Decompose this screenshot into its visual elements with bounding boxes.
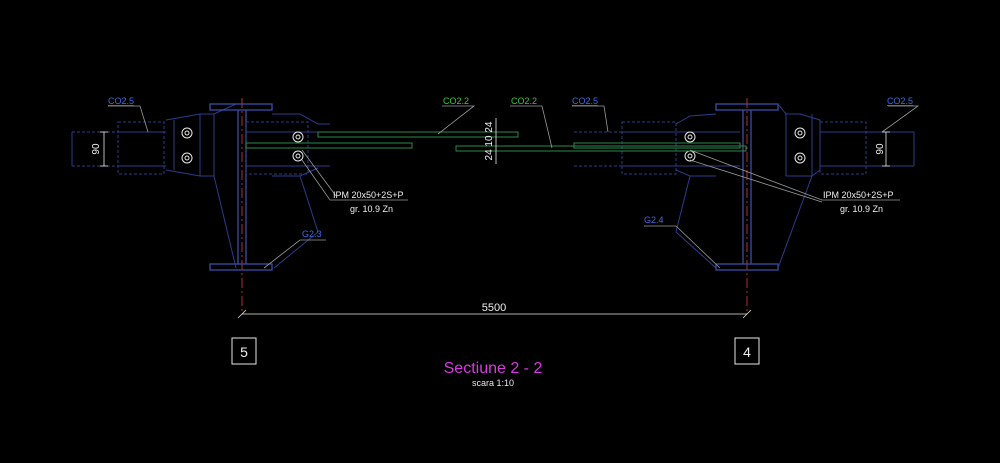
- leader-lines: [108, 105, 920, 269]
- brace-left-flat: [245, 142, 413, 149]
- right-i-column: [715, 103, 779, 271]
- label-bolt-right-line2: gr. 10.9 Zn: [840, 204, 883, 214]
- brace-right-flat: [573, 142, 741, 149]
- label-g-right: G2.4: [644, 215, 664, 225]
- axis-marker-right-box: [734, 337, 760, 365]
- right-inner-bolts: [684, 131, 696, 162]
- dim-right-depth: 90: [875, 143, 886, 155]
- left-outer-channel: [71, 121, 166, 175]
- axis-marker-right: 4: [743, 344, 751, 360]
- label-co-mid-green-left: CO2.2: [443, 96, 469, 106]
- label-bolt-left-line1: IPM 20x50+2S+P: [333, 190, 404, 200]
- brace-lower-flat: [455, 145, 747, 152]
- center-stack-dimension: 24 10 24: [484, 118, 497, 164]
- label-co-right-inner: CO2.5: [572, 96, 598, 106]
- dim-vertical-stack: 24 10 24: [484, 121, 495, 160]
- left-inner-bolts: [292, 131, 304, 162]
- label-co-right-outer: CO2.5: [887, 96, 913, 106]
- right-outer-channel: [819, 121, 915, 175]
- label-co-mid-green-right: CO2.2: [511, 96, 537, 106]
- label-co-left-outer: CO2.5: [108, 96, 134, 106]
- axis-marker-left-box: [231, 337, 257, 365]
- left-gusset-plate: [165, 103, 237, 269]
- left-depth-dimension: 90: [91, 131, 108, 167]
- span-dimension: [237, 309, 752, 319]
- section-scale: scara 1:10: [472, 378, 514, 388]
- dim-left-depth: 90: [91, 143, 102, 155]
- section-title: Sectiune 2 - 2: [444, 360, 543, 377]
- bracing-members: [245, 131, 747, 152]
- brace-upper-flat: [317, 131, 519, 138]
- left-inner-channel: [245, 113, 330, 269]
- axis-marker-left: 5: [240, 344, 248, 360]
- right-depth-dimension: 90: [875, 131, 890, 167]
- right-inner-channel: [574, 113, 740, 269]
- label-g-left: G2.3: [302, 229, 322, 239]
- label-bolt-right-line1: IPM 20x50+2S+P: [823, 190, 894, 200]
- label-bolt-left-line2: gr. 10.9 Zn: [350, 204, 393, 214]
- dim-span: 5500: [482, 302, 506, 314]
- left-outer-bolts: [181, 127, 193, 164]
- right-column-assembly: [574, 103, 915, 271]
- right-outer-bolts: [794, 127, 806, 164]
- left-column-assembly: [71, 103, 330, 271]
- left-i-column: [209, 103, 273, 271]
